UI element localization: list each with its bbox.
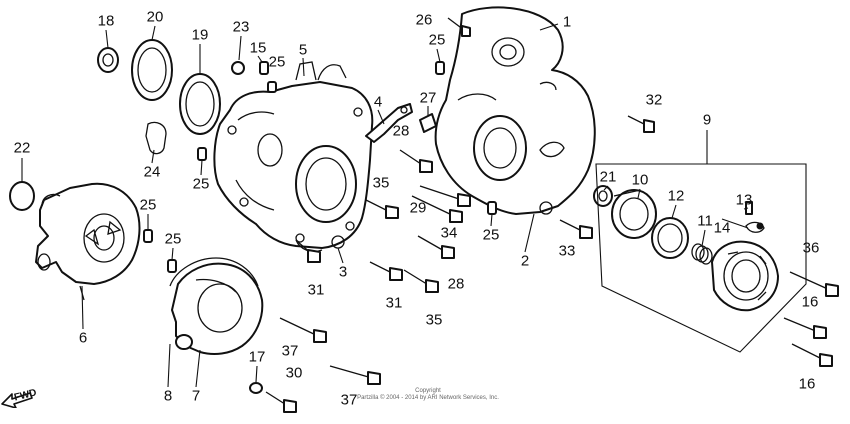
callout-c32: 32 — [645, 91, 663, 109]
callout-c7: 7 — [191, 387, 201, 405]
callout-c9: 9 — [702, 111, 712, 129]
gasket — [145, 121, 167, 155]
callout-c22: 22 — [13, 139, 31, 157]
callout-c19: 19 — [191, 26, 209, 44]
callout-c17: 17 — [248, 348, 266, 366]
bolts — [249, 17, 839, 413]
forward-arrow-icon — [1, 392, 33, 409]
callout-c37b: 37 — [340, 391, 358, 409]
callout-c25c: 25 — [192, 175, 210, 193]
callout-c16a: 16 — [801, 293, 819, 311]
callout-c16b: 16 — [798, 375, 816, 393]
callout-c11: 11 — [697, 212, 713, 230]
callout-c5: 5 — [298, 41, 308, 59]
leader-lines — [21, 23, 749, 388]
callout-c4: 4 — [373, 93, 383, 111]
callout-c12: 12 — [667, 187, 685, 205]
callout-c25a: 25 — [428, 31, 446, 49]
callout-c36: 36 — [802, 239, 820, 257]
forward-direction-indicator: FWD — [0, 384, 52, 409]
callout-c20: 20 — [146, 8, 164, 26]
callout-c25d: 25 — [139, 196, 157, 214]
copyright-line-1: Copyright — [415, 388, 441, 394]
crankcase-housing — [213, 61, 374, 253]
bracket — [365, 103, 413, 143]
callout-c28b: 28 — [447, 275, 465, 293]
callout-c30: 30 — [285, 364, 303, 382]
water-pump-cover — [171, 262, 264, 355]
callout-c33: 33 — [558, 242, 576, 260]
callout-c27: 27 — [419, 89, 437, 107]
right-crankcase-cover — [434, 6, 596, 215]
callout-c24: 24 — [143, 163, 161, 181]
o-ring — [9, 181, 35, 211]
callout-c21: 21 — [599, 168, 617, 186]
callout-c37a: 37 — [281, 342, 299, 360]
copyright-notice: Copyright Partzilla © 2004 - 2014 by ARI… — [338, 388, 518, 402]
water-pump-body — [35, 182, 141, 301]
callout-c10: 10 — [631, 171, 649, 189]
callout-c26: 26 — [415, 11, 433, 29]
callout-c23: 23 — [232, 18, 250, 36]
copyright-line-2: Partzilla © 2004 - 2014 by ARI Network S… — [357, 395, 499, 401]
callout-c3: 3 — [338, 263, 348, 281]
callout-c25f: 25 — [482, 226, 500, 244]
callout-c2: 2 — [520, 252, 530, 270]
spring — [691, 243, 713, 265]
callout-c35b: 35 — [425, 311, 443, 329]
callout-c18: 18 — [97, 12, 115, 30]
callout-c6: 6 — [78, 329, 88, 347]
callout-c8: 8 — [163, 387, 173, 405]
callout-c28a: 28 — [392, 122, 410, 140]
assembly-9-bracket — [595, 130, 807, 353]
seals — [97, 39, 221, 135]
small-o-ring — [231, 61, 245, 75]
pump-cover-o-ring — [169, 257, 259, 287]
callout-c1: 1 — [562, 13, 572, 31]
callout-c31b: 31 — [385, 294, 403, 312]
callout-c25e: 25 — [164, 230, 182, 248]
callout-c13: 13 — [735, 191, 753, 209]
callout-c14: 14 — [713, 219, 731, 237]
callout-c15: 15 — [249, 39, 267, 57]
callout-c29: 29 — [409, 199, 427, 217]
callout-c34: 34 — [440, 224, 458, 242]
callout-c25b: 25 — [268, 53, 286, 71]
callout-c31a: 31 — [307, 281, 325, 299]
callout-c35a: 35 — [372, 174, 390, 192]
